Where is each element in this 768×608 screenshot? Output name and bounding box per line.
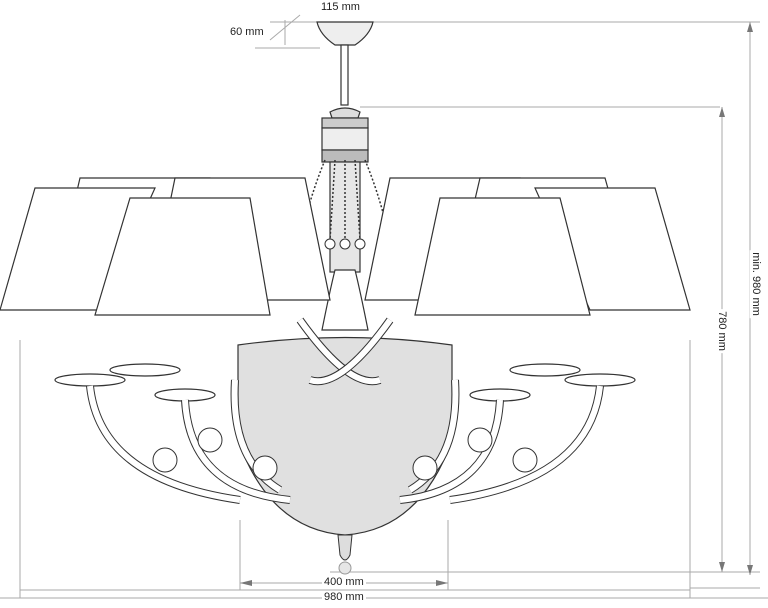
canopy-width-label: 115 mm xyxy=(319,1,362,13)
min-total-height-label: min. 980 mm xyxy=(749,250,762,318)
bowl-width-label: 400 mm xyxy=(322,576,366,588)
body-height-label: 780 mm xyxy=(715,309,728,353)
total-width-label: 980 mm xyxy=(322,591,366,603)
canopy-height-label: 60 mm xyxy=(228,26,266,38)
